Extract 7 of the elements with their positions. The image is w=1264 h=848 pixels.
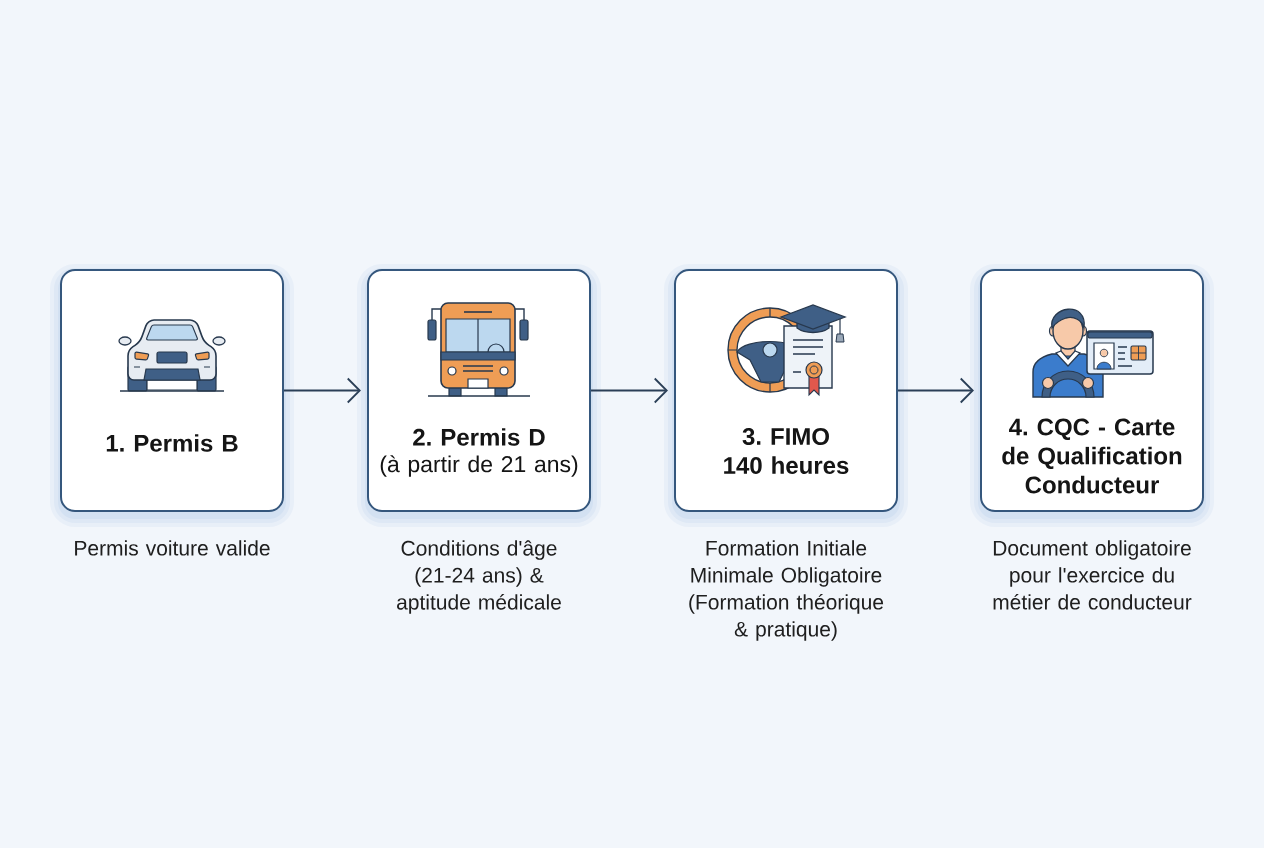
arrow (897, 377, 974, 404)
step-description: Permis voiture valide (75, 540, 270, 556)
step-description: Formation Initiale Minimale Obligatoire (Formation théorique & pratique) (689, 540, 884, 641)
step-description: Document obligatoire pour l'exercice du métier de conducteur (993, 540, 1192, 610)
arrow (283, 377, 361, 404)
step-description: Conditions d'âge (21-24 ans) & aptitude médicale (397, 540, 561, 614)
arrow (590, 377, 668, 404)
